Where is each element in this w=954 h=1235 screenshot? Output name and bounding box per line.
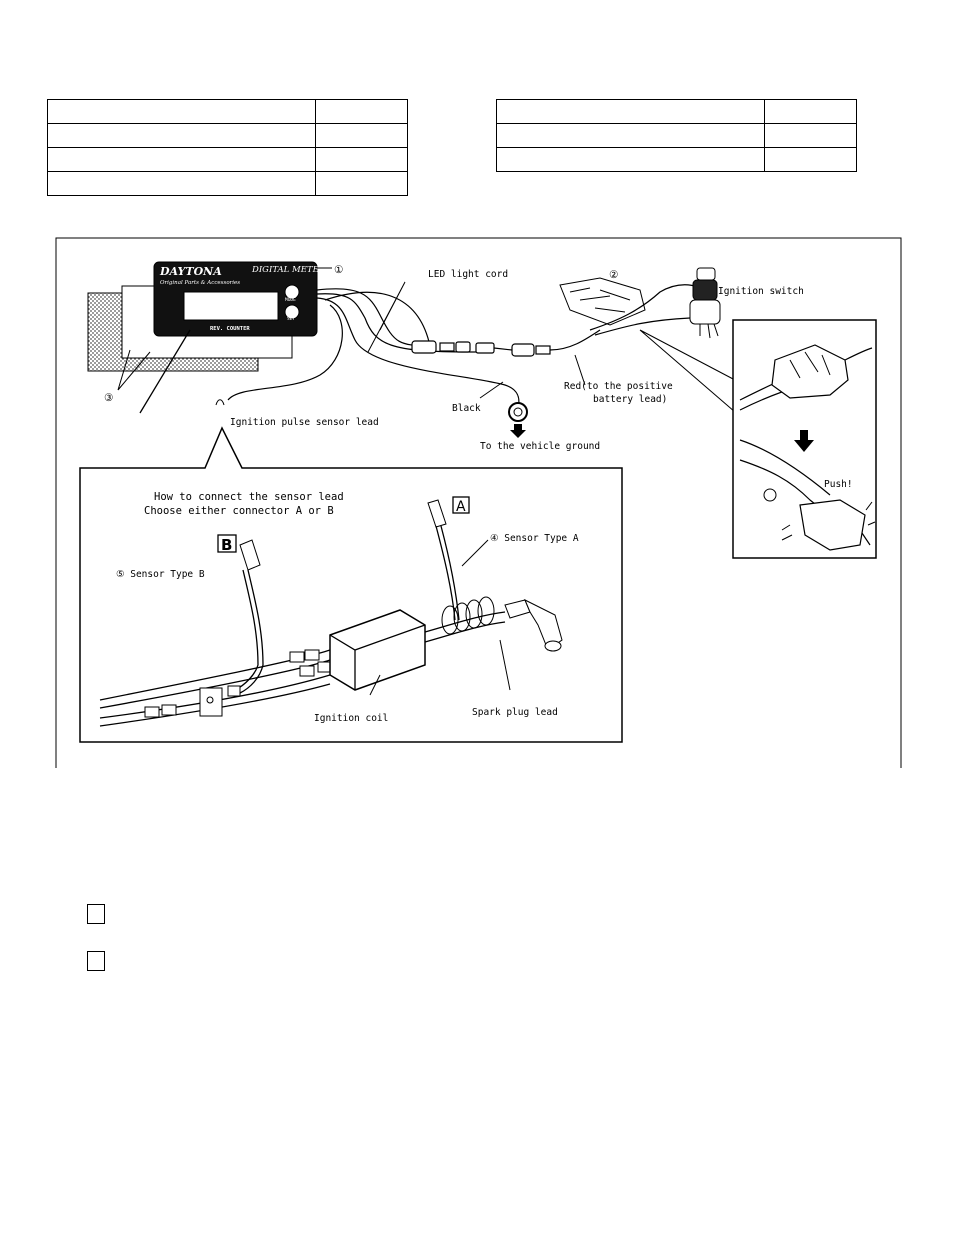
callout-1: ① xyxy=(334,264,344,276)
sensor-type-b-label: ⑤ Sensor Type B xyxy=(116,569,205,580)
table-cell xyxy=(46,123,317,148)
connector-a-badge: A xyxy=(452,496,470,515)
sensor-detail-box xyxy=(79,426,623,743)
ground-terminal xyxy=(508,402,528,438)
led-connectors xyxy=(411,340,551,357)
table-cell xyxy=(495,99,766,124)
table-cell xyxy=(495,123,766,148)
led-cord-label: LED light cord xyxy=(428,269,508,280)
table-cell xyxy=(46,171,317,196)
sensor-b-connector xyxy=(234,539,264,694)
table-cell xyxy=(315,147,408,172)
ignition-coil xyxy=(99,596,563,727)
meter-display xyxy=(183,291,279,321)
callout-3: ③ xyxy=(104,392,114,404)
table-cell xyxy=(315,171,408,196)
connector-b-badge: B xyxy=(217,534,237,554)
choose-connector-text: Choose either connector A or B xyxy=(144,505,334,517)
down-arrow-icon xyxy=(794,430,814,452)
black-wire-label: Black xyxy=(452,403,481,414)
sensor-type-a-label: ④ Sensor Type A xyxy=(490,533,579,544)
vehicle-ground-label: To the vehicle ground xyxy=(480,441,600,452)
parts-table-left xyxy=(46,99,408,196)
spark-plug-lead-label: Spark plug lead xyxy=(472,707,558,718)
mode-label: MODE xyxy=(285,297,296,303)
meter-brand: DAYTONA xyxy=(159,265,222,278)
table-row xyxy=(46,171,408,196)
table-row xyxy=(495,147,857,172)
parts-table-right xyxy=(495,99,857,172)
pulse-sensor-lead-label: Ignition pulse sensor lead xyxy=(230,417,379,428)
digital-meter: DAYTONA Original Parts & Accessories DIG… xyxy=(153,261,326,337)
mode-button xyxy=(284,284,300,300)
table-cell xyxy=(495,147,766,172)
checkbox-1[interactable] xyxy=(87,904,105,924)
sensor-a-connector xyxy=(427,499,460,621)
table-cell xyxy=(764,147,857,172)
red-wire-label-2: battery lead) xyxy=(593,394,667,405)
ignition-switch-label: Ignition switch xyxy=(718,286,804,297)
tap-connector xyxy=(559,277,646,326)
set-button xyxy=(284,304,300,320)
meter-brand-sub: Original Parts & Accessories xyxy=(160,280,240,286)
diagram-frame xyxy=(55,237,902,768)
meter-model: DIGITAL METER xyxy=(251,265,326,275)
callout-2: ② xyxy=(609,269,619,281)
meter-display-label: REV. COUNTER xyxy=(210,326,250,332)
table-row xyxy=(495,99,857,124)
down-arrow-icon xyxy=(510,424,526,438)
svg-text:B: B xyxy=(221,536,232,554)
red-wire-label-1: Red(to the positive xyxy=(564,381,673,392)
tap-detail-box xyxy=(732,319,877,559)
ignition-switch xyxy=(689,267,721,339)
ignition-coil-label: Ignition coil xyxy=(314,713,388,724)
table-row xyxy=(495,123,857,148)
svg-text:A: A xyxy=(456,499,466,515)
how-to-connect-title: How to connect the sensor lead xyxy=(154,491,344,503)
set-label: SET xyxy=(287,316,295,322)
checkbox-2[interactable] xyxy=(87,951,105,971)
push-label: Push! xyxy=(824,479,853,490)
table-cell xyxy=(764,123,857,148)
